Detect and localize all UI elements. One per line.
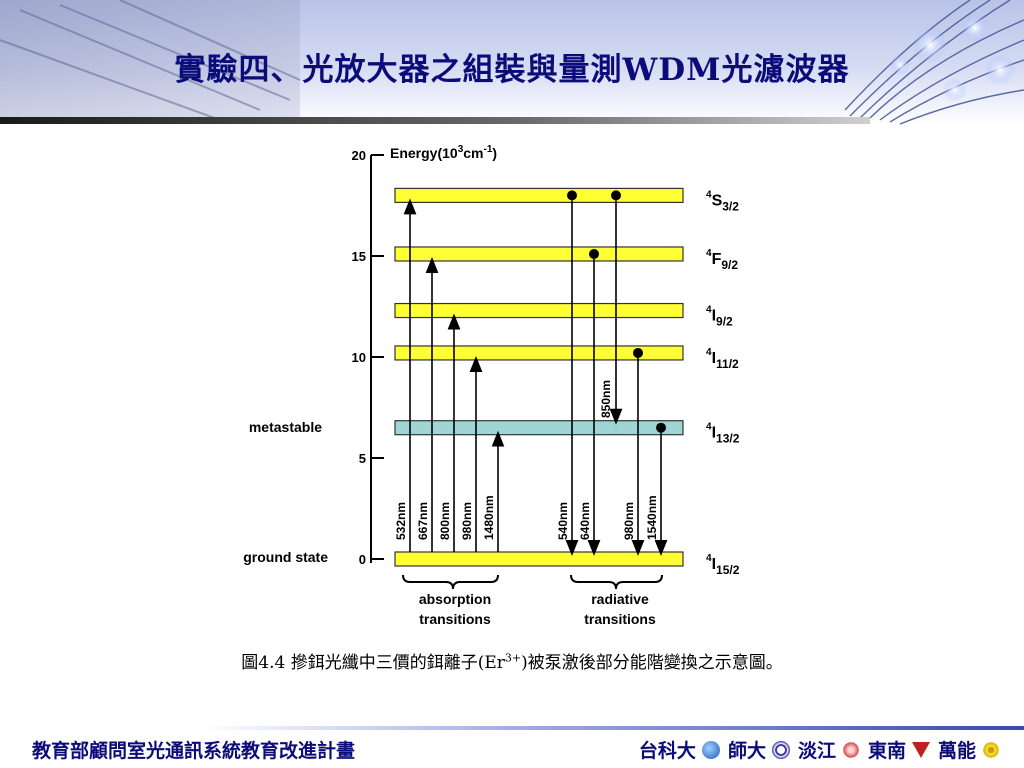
nonradiative-wavelength-label: 850nm xyxy=(599,380,613,418)
absorption-wavelength-label: 667nm xyxy=(416,502,430,540)
energy-axis-label: Energy(103cm-1) xyxy=(390,144,497,161)
absorption-label-2: transitions xyxy=(419,611,491,627)
axis-tick-label: 0 xyxy=(359,552,366,567)
transition-arrows: 532nm 667nm 800nm 980nm 1480nm 540nm 640nm 980n… xyxy=(394,190,668,556)
absorption-wavelength-label: 532nm xyxy=(394,502,408,540)
absorption-wavelength-label: 1480nm xyxy=(482,495,496,540)
header-banner: 實驗四、光放大器之組裝與量測WDM光濾波器 xyxy=(0,0,1024,125)
energy-level-bar xyxy=(394,302,684,319)
energy-level-label: 4S3/2 xyxy=(706,189,739,213)
axis-tick-label: 20 xyxy=(352,148,366,163)
absorption-label-1: absorption xyxy=(419,591,491,607)
radiative-wavelength-label: 540nm xyxy=(556,502,570,540)
ground-state-label: ground state xyxy=(243,549,328,565)
school-tnu: 東南 xyxy=(867,740,906,762)
seal-logo-icon xyxy=(771,740,790,759)
school-vnu: 萬能 xyxy=(937,740,976,762)
radiative-label-2: transitions xyxy=(584,611,656,627)
radiative-brace xyxy=(570,574,663,590)
school-ntnu: 師大 xyxy=(727,740,766,762)
flower-logo-icon xyxy=(841,740,860,759)
energy-level-bar xyxy=(394,420,684,436)
energy-level-label: 4I9/2 xyxy=(706,305,733,329)
axis-tick-label: 5 xyxy=(359,451,366,466)
globe-logo-icon xyxy=(701,740,720,759)
axis-ticks: 20 15 10 5 0 xyxy=(352,148,384,567)
radiative-wavelength-label: 640nm xyxy=(578,502,592,540)
gear-logo-icon xyxy=(982,740,1000,759)
figure-caption: 圖4.4 摻鉺光纖中三價的鉺離子(Er3+)被泵激後部分能階變換之示意圖。 xyxy=(241,651,783,673)
energy-level-bar xyxy=(394,551,684,567)
header-divider xyxy=(0,117,870,124)
radiative-label-1: radiative xyxy=(591,591,649,607)
slide-title: 實驗四、光放大器之組裝與量測WDM光濾波器 xyxy=(174,52,850,88)
emission-origin-dot xyxy=(633,347,643,358)
radiative-wavelength-label: 980nm xyxy=(622,502,636,540)
fiber-optic-decoration xyxy=(0,0,1024,125)
level-labels: 4S3/2 4F9/2 4I9/2 4I11/2 4I13/2 4I15/2 xyxy=(706,189,740,577)
energy-level-label: 4I15/2 xyxy=(706,553,740,577)
emission-origin-dot xyxy=(567,190,577,201)
axis-tick-label: 15 xyxy=(352,249,366,264)
absorption-brace xyxy=(402,574,499,590)
emission-origin-dot xyxy=(589,248,599,259)
energy-level-diagram: Energy(103cm-1) 20 15 10 5 0 4S3/2 4F9/2 4I9/2… xyxy=(243,144,740,627)
energy-level-bar xyxy=(394,345,684,361)
triangle-logo-icon xyxy=(911,741,930,758)
axis-tick-label: 10 xyxy=(352,350,366,365)
metastable-label: metastable xyxy=(249,419,322,435)
energy-level-bar xyxy=(394,246,684,262)
absorption-wavelength-label: 980nm xyxy=(460,502,474,540)
radiative-wavelength-label: 1540nm xyxy=(645,495,659,540)
school-ntust: 台科大 xyxy=(638,740,696,762)
absorption-wavelength-label: 800nm xyxy=(438,502,452,540)
energy-level-label: 4F9/2 xyxy=(706,248,738,272)
footer-divider xyxy=(200,726,1024,730)
energy-level-label: 4I11/2 xyxy=(706,347,739,371)
school-tku: 淡江 xyxy=(797,740,836,762)
energy-level-label: 4I13/2 xyxy=(706,422,740,446)
energy-level-bar xyxy=(394,187,684,203)
footer-program-name: 教育部顧問室光通訊系統教育改進計畫 xyxy=(32,740,356,762)
nonradiative-origin-dot xyxy=(611,190,621,201)
footer-schools: 台科大 師大 淡江 東南 萬能 xyxy=(639,736,1004,763)
emission-origin-dot xyxy=(656,422,666,433)
